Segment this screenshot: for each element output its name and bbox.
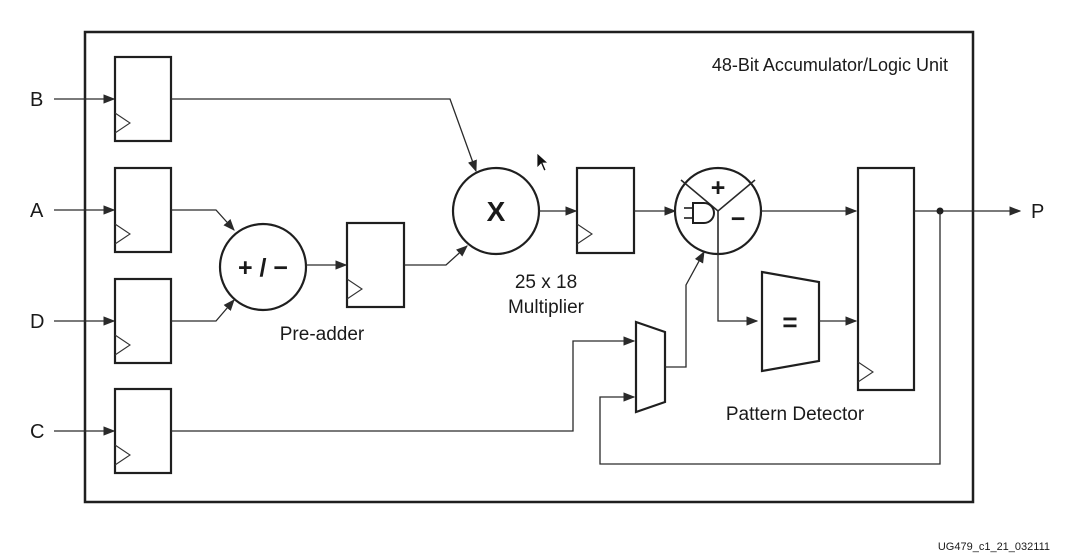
input-label-b: B bbox=[30, 89, 43, 111]
multiplier-label-size: 25 x 18 bbox=[515, 272, 577, 293]
register-d bbox=[113, 277, 173, 365]
figure-id: UG479_c1_21_032111 bbox=[938, 541, 1050, 553]
mux-block bbox=[634, 320, 667, 414]
wire-b-to-multiplier bbox=[171, 98, 477, 173]
wire-d-to-preadder bbox=[171, 299, 235, 322]
preadder-label: Pre-adder bbox=[280, 324, 365, 345]
slice-enclosure bbox=[83, 30, 975, 504]
wire-a-to-preadder bbox=[171, 209, 235, 231]
input-label-a: A bbox=[30, 200, 44, 222]
register-c bbox=[113, 387, 173, 475]
output-label-p: P bbox=[1031, 201, 1044, 223]
mouse-cursor-icon bbox=[536, 152, 550, 172]
wire-mux-to-alu bbox=[665, 250, 705, 368]
multiplier-label-name: Multiplier bbox=[508, 297, 585, 318]
register-p bbox=[856, 166, 916, 392]
wire-c-to-mux bbox=[171, 336, 636, 432]
input-label-c: C bbox=[30, 421, 44, 443]
register-b bbox=[113, 55, 173, 143]
preadder-symbol: + / − bbox=[238, 254, 288, 282]
wire-feedback-loop bbox=[599, 211, 941, 465]
register-a bbox=[113, 166, 173, 254]
and-gate-icon bbox=[692, 202, 715, 224]
unit-title: 48-Bit Accumulator/Logic Unit bbox=[712, 55, 948, 75]
pattern-detector-label: Pattern Detector bbox=[726, 404, 865, 425]
pattern-detector-symbol: = bbox=[782, 307, 797, 337]
register-m bbox=[575, 166, 636, 255]
input-label-d: D bbox=[30, 311, 44, 333]
multiplier-symbol: X bbox=[487, 196, 506, 227]
alu-plus: + bbox=[711, 174, 726, 202]
register-ad bbox=[345, 221, 406, 309]
wire-alu-to-pattern-detector bbox=[717, 254, 759, 326]
preadder-circle bbox=[218, 222, 308, 312]
pattern-detector-block bbox=[760, 270, 821, 373]
wire-register-to-multiplier bbox=[404, 245, 468, 266]
alu-minus: − bbox=[731, 205, 746, 233]
